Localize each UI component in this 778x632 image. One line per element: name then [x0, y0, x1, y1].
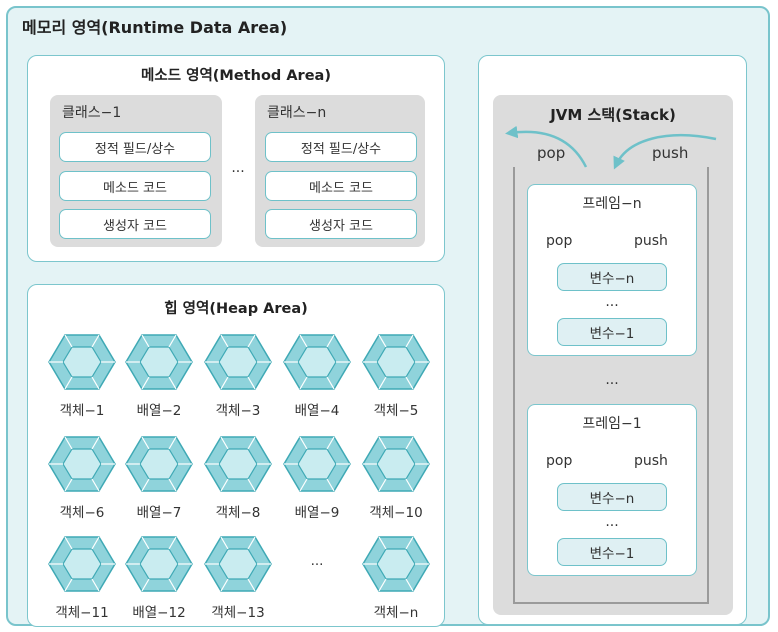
stack-pop-arrow — [505, 125, 588, 168]
heap-hexagon-15 — [362, 536, 430, 592]
frame-1-push-label: push — [634, 453, 668, 469]
class-1-constructor-code: 생성자 코드 — [59, 209, 211, 239]
frame-1-var-ellipsis: ... — [605, 514, 619, 530]
heap-hexagon-7 — [125, 436, 193, 492]
frame-ellipsis: ... — [605, 372, 619, 388]
class-n-constructor-code: 생성자 코드 — [265, 209, 417, 239]
heap-item-label: 객체−8 — [215, 505, 261, 521]
heap-hexagon-2 — [125, 334, 193, 390]
class-1-method-code: 메소드 코드 — [59, 171, 211, 201]
frame-1-var-n: 변수−n — [557, 483, 667, 511]
frame-n-pop-label: pop — [546, 233, 573, 249]
heap-hexagon-13 — [204, 536, 272, 592]
heap-item-label: 배열−9 — [294, 505, 340, 521]
stack-pop-label: pop — [537, 144, 566, 162]
stack-bracket — [513, 167, 709, 604]
class-n-method-code: 메소드 코드 — [265, 171, 417, 201]
heap-hexagon-6 — [48, 436, 116, 492]
frame-n-var-n: 변수−n — [557, 263, 667, 291]
heap-item-label: 객체−n — [373, 605, 419, 621]
class-1-static-fields: 정적 필드/상수 — [59, 132, 211, 162]
method-area-title: 메소드 영역(Method Area) — [141, 68, 331, 84]
heap-item-label: 객체−5 — [373, 403, 419, 419]
heap-item-label: 객체−6 — [59, 505, 105, 521]
heap-item-label: 객체−10 — [369, 505, 423, 521]
class-1-label: 클래스−1 — [62, 105, 122, 121]
stack-push-label: push — [652, 144, 689, 162]
heap-item-label: 배열−12 — [132, 605, 186, 621]
heap-hexagon-3 — [204, 334, 272, 390]
frame-n-var-1: 변수−1 — [557, 318, 667, 346]
frame-1-pop-label: pop — [546, 453, 573, 469]
stack-push-arrow — [613, 133, 717, 170]
heap-area-title: 힙 영역(Heap Area) — [164, 301, 308, 317]
heap-hexagon-4 — [283, 334, 351, 390]
frame-n-push-label: push — [634, 233, 668, 249]
heap-hexagon-1 — [48, 334, 116, 390]
frame-1-var-1: 변수−1 — [557, 538, 667, 566]
frame-1-title: 프레임−1 — [582, 416, 642, 432]
heap-item-label: 객체−13 — [211, 605, 265, 621]
heap-hexagon-11 — [48, 536, 116, 592]
heap-item-label: 객체−11 — [55, 605, 109, 621]
heap-ellipsis: ... — [310, 553, 324, 569]
class-ellipsis: ... — [231, 160, 245, 176]
jvm-stack-title: JVM 스택(Stack) — [550, 106, 676, 124]
heap-hexagon-5 — [362, 334, 430, 390]
heap-hexagon-12 — [125, 536, 193, 592]
frame-n-var-ellipsis: ... — [605, 294, 619, 310]
frame-n-title: 프레임−n — [582, 196, 642, 212]
heap-item-label: 객체−1 — [59, 403, 105, 419]
heap-item-label: 객체−3 — [215, 403, 261, 419]
heap-item-label: 배열−4 — [294, 403, 340, 419]
class-n-label: 클래스−n — [267, 105, 327, 121]
heap-hexagon-10 — [362, 436, 430, 492]
heap-item-label: 배열−2 — [136, 403, 182, 419]
heap-hexagon-8 — [204, 436, 272, 492]
runtime-data-area-title: 메모리 영역(Runtime Data Area) — [22, 18, 288, 37]
class-n-static-fields: 정적 필드/상수 — [265, 132, 417, 162]
heap-item-label: 배열−7 — [136, 505, 182, 521]
heap-hexagon-9 — [283, 436, 351, 492]
